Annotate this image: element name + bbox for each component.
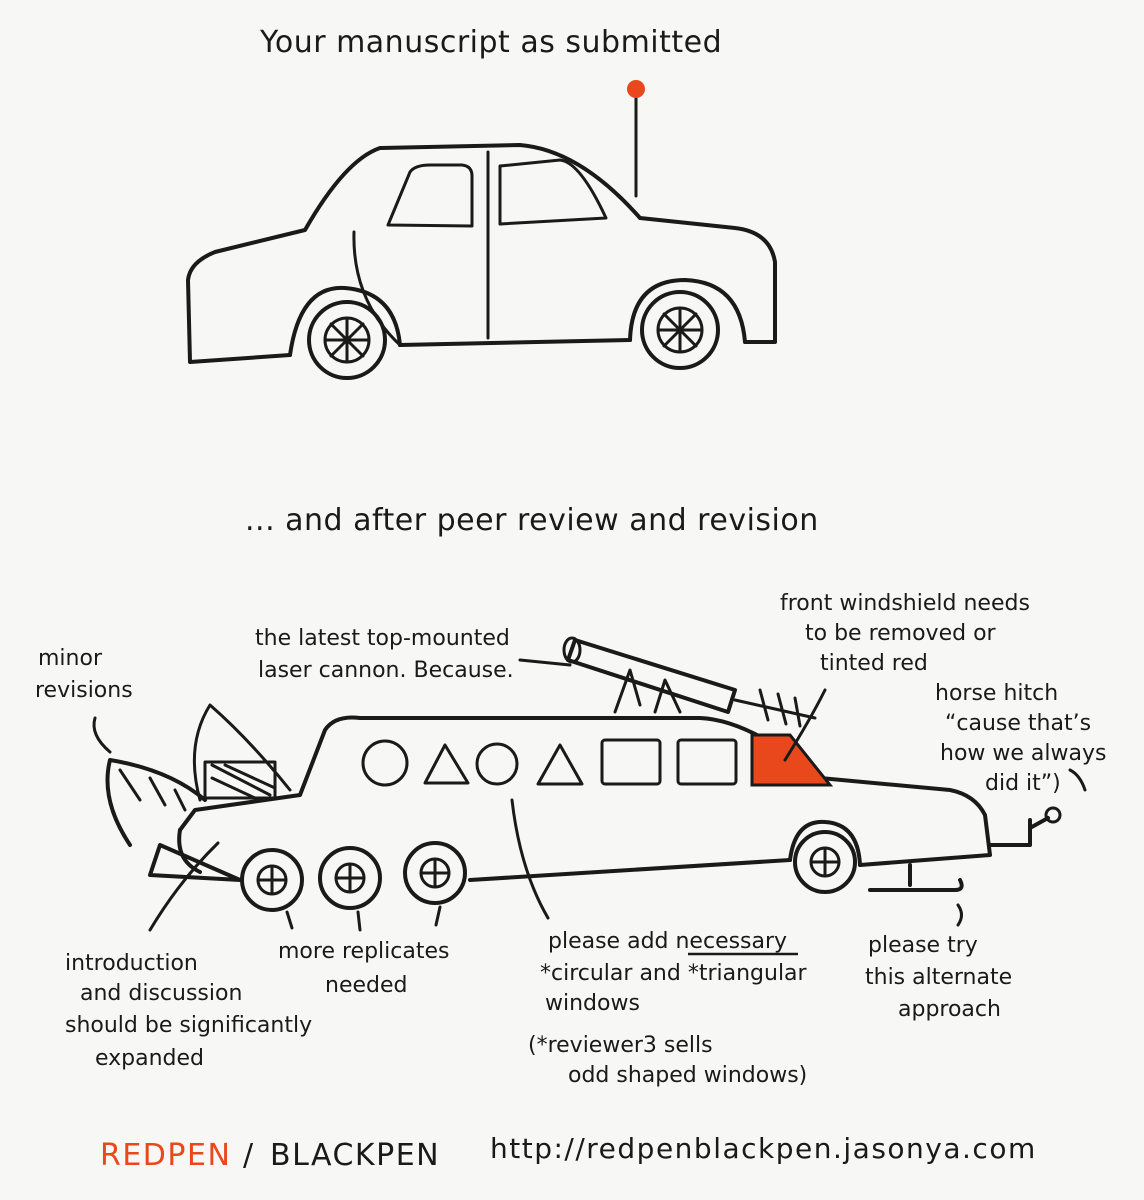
top-caption: Your manuscript as submitted	[259, 25, 722, 60]
cannon-barrel	[566, 638, 737, 714]
text-line: needed	[325, 973, 407, 998]
pointer-windows	[510, 798, 550, 920]
text-line: horse hitch	[935, 681, 1058, 706]
text-line: *circular and *triangular	[540, 961, 808, 986]
circular-window-1	[361, 739, 409, 787]
rear-wheel-2	[318, 846, 382, 910]
text-line: laser cannon. Because.	[258, 658, 514, 683]
text-line: tinted red	[820, 651, 928, 676]
laser-cannon	[562, 636, 817, 728]
pointer-introduction	[148, 841, 220, 932]
car-body-outline	[186, 143, 777, 364]
text-line: revisions	[35, 678, 133, 703]
pointer-alternate	[956, 903, 963, 927]
annotation-horse-hitch: horse hitch “cause that’s how we always …	[935, 681, 1106, 796]
hitch-ball	[1044, 806, 1062, 824]
rear-wheel-1	[240, 848, 304, 912]
front-window	[498, 158, 608, 226]
text-line: this alternate	[865, 965, 1012, 990]
text-line: windows	[545, 991, 640, 1016]
text-line: did it”)	[985, 771, 1061, 796]
rear-wheel-3	[403, 841, 467, 905]
cannon-rear-cap	[562, 636, 582, 664]
triangular-window-1	[423, 743, 470, 785]
brand-redpen: REDPEN	[100, 1138, 231, 1173]
website-url[interactable]: http://redpenblackpen.jasonya.com	[490, 1132, 1037, 1165]
text-line: approach	[898, 997, 1001, 1022]
pointer-minor-revisions	[92, 716, 112, 754]
horse-hitch	[988, 816, 1050, 847]
text-line: expanded	[95, 1046, 204, 1071]
square-window-2	[676, 738, 738, 786]
text-line: to be removed or	[805, 621, 997, 646]
front-limo-wheel	[788, 819, 862, 894]
annotation-laser: the latest top-mounted laser cannon. Bec…	[255, 626, 514, 683]
rear-wheel-arch	[288, 285, 402, 357]
circular-window-2	[475, 742, 519, 786]
text-line: introduction	[65, 951, 198, 976]
text-line: (*reviewer3 sells	[528, 1033, 713, 1058]
text-line: front windshield needs	[780, 591, 1030, 616]
trunk-hatching	[210, 763, 277, 800]
cannon-emitter	[733, 688, 817, 728]
rear-window	[386, 163, 474, 228]
text-line: the latest top-mounted	[255, 626, 510, 651]
annotation-alternate: please try this alternate approach	[865, 933, 1012, 1022]
brand-blackpen: BLACKPEN	[270, 1138, 440, 1173]
annotation-pointers	[92, 658, 1087, 932]
square-window-1	[600, 738, 662, 786]
annotation-introduction: introduction and discussion should be si…	[65, 951, 312, 1071]
cannon-stand	[613, 668, 682, 714]
text-line: how we always	[940, 741, 1106, 766]
text-line: odd shaped windows)	[568, 1063, 807, 1088]
text-line: should be significantly	[65, 1013, 312, 1038]
annotation-windows: please add necessary *circular and *tria…	[528, 929, 808, 1088]
umbrella	[105, 758, 207, 847]
simple-car-drawing	[186, 80, 777, 380]
umbrella-ribs	[118, 768, 187, 812]
limousine-drawing	[105, 636, 1062, 912]
text-line: more replicates	[278, 939, 449, 964]
pointer-horse-hitch	[1068, 768, 1087, 792]
text-line: and discussion	[80, 981, 242, 1006]
annotation-windshield: front windshield needs to be removed or …	[780, 591, 1030, 676]
annotation-replicates: more replicates needed	[278, 939, 449, 998]
text-line: minor	[38, 646, 103, 671]
front-wheel-arch	[628, 278, 747, 344]
pointer-windshield	[783, 688, 827, 762]
footer: REDPEN / BLACKPEN http://redpenblackpen.…	[100, 1132, 1037, 1173]
triangular-window-2	[536, 743, 584, 786]
brand-separator: /	[243, 1138, 255, 1173]
ski-runner	[868, 863, 964, 892]
door-lines	[352, 150, 490, 347]
limo-rear-bumper	[177, 828, 202, 874]
text-line: please try	[868, 933, 978, 958]
front-wheel	[640, 290, 720, 370]
antenna-tip-red	[627, 80, 645, 98]
pointer-replicates	[285, 905, 442, 932]
bottom-caption: ... and after peer review and revision	[245, 503, 819, 538]
text-line: please add necessary	[548, 929, 787, 954]
red-tinted-windshield	[750, 733, 834, 787]
pointer-laser	[518, 658, 572, 667]
annotation-minor-revisions: minor revisions	[35, 646, 133, 703]
rear-wheel	[307, 300, 387, 380]
trunk-box	[203, 760, 277, 800]
text-line: “cause that’s	[945, 711, 1091, 736]
